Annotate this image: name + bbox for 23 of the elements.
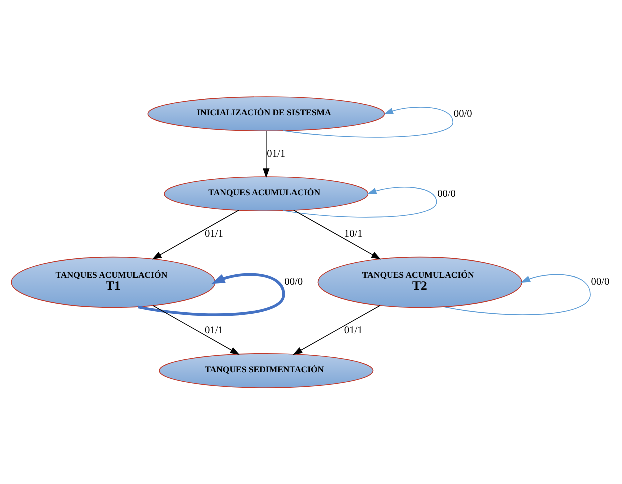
- node-ellipse: INICIALIZACIÓN DE SISTESMA: [148, 96, 386, 132]
- arrow: [263, 130, 270, 178]
- edge-label: 01/1: [205, 228, 224, 240]
- arrow: [138, 272, 286, 316]
- arrow: [152, 209, 240, 260]
- arrow: [293, 209, 382, 260]
- node-ellipse: TANQUES ACUMULACIÓN T2: [318, 256, 522, 308]
- arrow: [152, 304, 240, 355]
- edge-label: 10/1: [344, 228, 363, 240]
- arrow: [282, 186, 438, 218]
- edge-label: 01/1: [205, 325, 224, 336]
- edge-label: 00/0: [591, 276, 610, 288]
- edge-label: 01/1: [267, 148, 286, 160]
- node-ellipse: TANQUES ACUMULACIÓN: [164, 176, 369, 212]
- arrow: [282, 106, 454, 138]
- edge-label: 00/0: [438, 188, 456, 200]
- edge-label: 01/1: [344, 325, 363, 336]
- edge-label: 00/0: [284, 276, 304, 288]
- edge-label: 00/0: [454, 108, 472, 120]
- node-ellipse: TANQUES ACUMULACIÓN T1: [11, 256, 216, 308]
- arrow: [293, 304, 381, 355]
- arrow: [444, 274, 591, 315]
- node-ellipse: TANQUES SEDIMENTACIÓN: [159, 352, 374, 388]
